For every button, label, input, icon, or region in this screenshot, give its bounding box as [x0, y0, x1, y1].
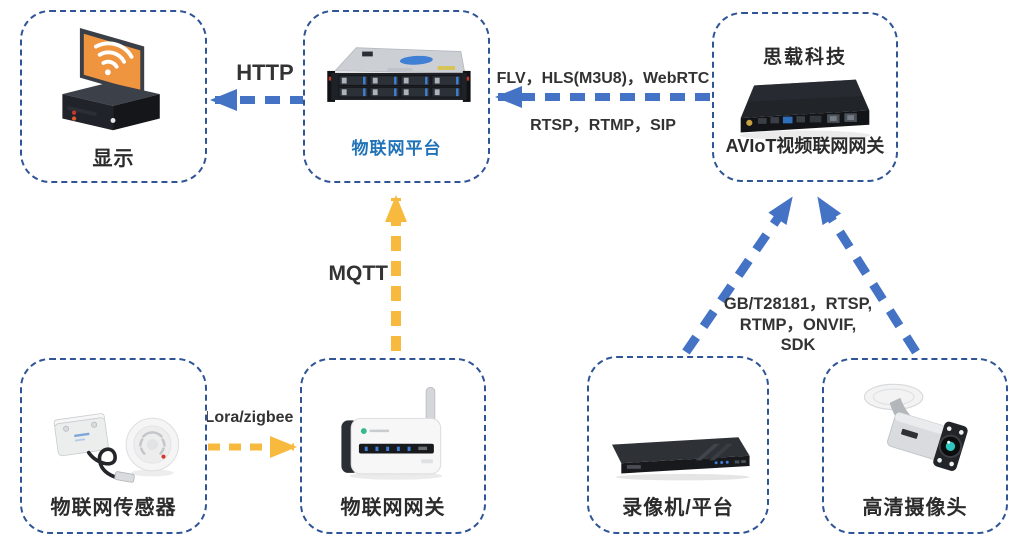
iot-gateway-node-label: 物联网网关: [340, 497, 446, 519]
recorder-platform-node: 录像机/平台: [587, 356, 769, 534]
hd-camera-node: 高清摄像头: [822, 358, 1008, 534]
iot-platform-node-label: 物联网平台: [351, 139, 442, 158]
gateway-icon-wrap: [302, 384, 484, 484]
iot-platform-node: 物联网平台: [303, 10, 490, 183]
gb-protocols-line1: GB/T28181，RTSP,: [723, 295, 873, 313]
sensors-icon-wrap: [22, 392, 205, 488]
platform-icon-wrap: [305, 38, 488, 130]
rack-server-icon: [326, 47, 471, 102]
hd-camera-node-label: 高清摄像头: [862, 497, 968, 519]
nvr-recorder-icon: [612, 437, 750, 481]
mqtt-edge-label: MQTT: [328, 262, 388, 285]
camera-icon-wrap: [824, 372, 1006, 484]
recorder-icon-wrap: [589, 420, 767, 486]
sensor-devices-icon: [53, 413, 179, 483]
display-icon-wrap: [22, 26, 205, 138]
display-node-label: 显示: [92, 148, 135, 170]
aviot-black-gateway-icon: [739, 79, 871, 141]
aviot-gateway-node: 思载科技 AVIoT视频联网网关: [712, 12, 898, 182]
recorder-platform-node-label: 录像机/平台: [622, 497, 734, 519]
iot-sensors-node: 物联网传感器: [20, 358, 207, 534]
tv-with-wifi-icon: [61, 27, 160, 131]
display-node: 显示: [20, 10, 207, 183]
stream-protocols-top-label: FLV，HLS(M3U8)，WebRTC: [496, 70, 710, 87]
gb-protocols-line2: RTMP，ONVIF,: [739, 315, 857, 334]
iot-sensors-node-label: 物联网传感器: [50, 497, 177, 519]
lora-gateway-icon: [341, 386, 443, 480]
iot-gateway-node: 物联网网关: [300, 358, 486, 534]
aviot-company-title: 思载科技: [762, 47, 847, 68]
http-edge-label: HTTP: [236, 60, 294, 85]
aviot-icon-wrap: [714, 72, 896, 144]
lora-zigbee-edge-label: Lora/zigbee: [204, 409, 294, 426]
stream-protocols-bottom-label: RTSP，RTMP，SIP: [530, 117, 676, 134]
bullet-camera-icon: [863, 383, 968, 471]
aviot-gateway-node-label: AVIoT视频联网网关: [725, 136, 885, 156]
gb-protocols-label: GB/T28181，RTSP, RTMP，ONVIF, SDK: [700, 294, 896, 356]
gb-protocols-line3: SDK: [780, 336, 816, 355]
